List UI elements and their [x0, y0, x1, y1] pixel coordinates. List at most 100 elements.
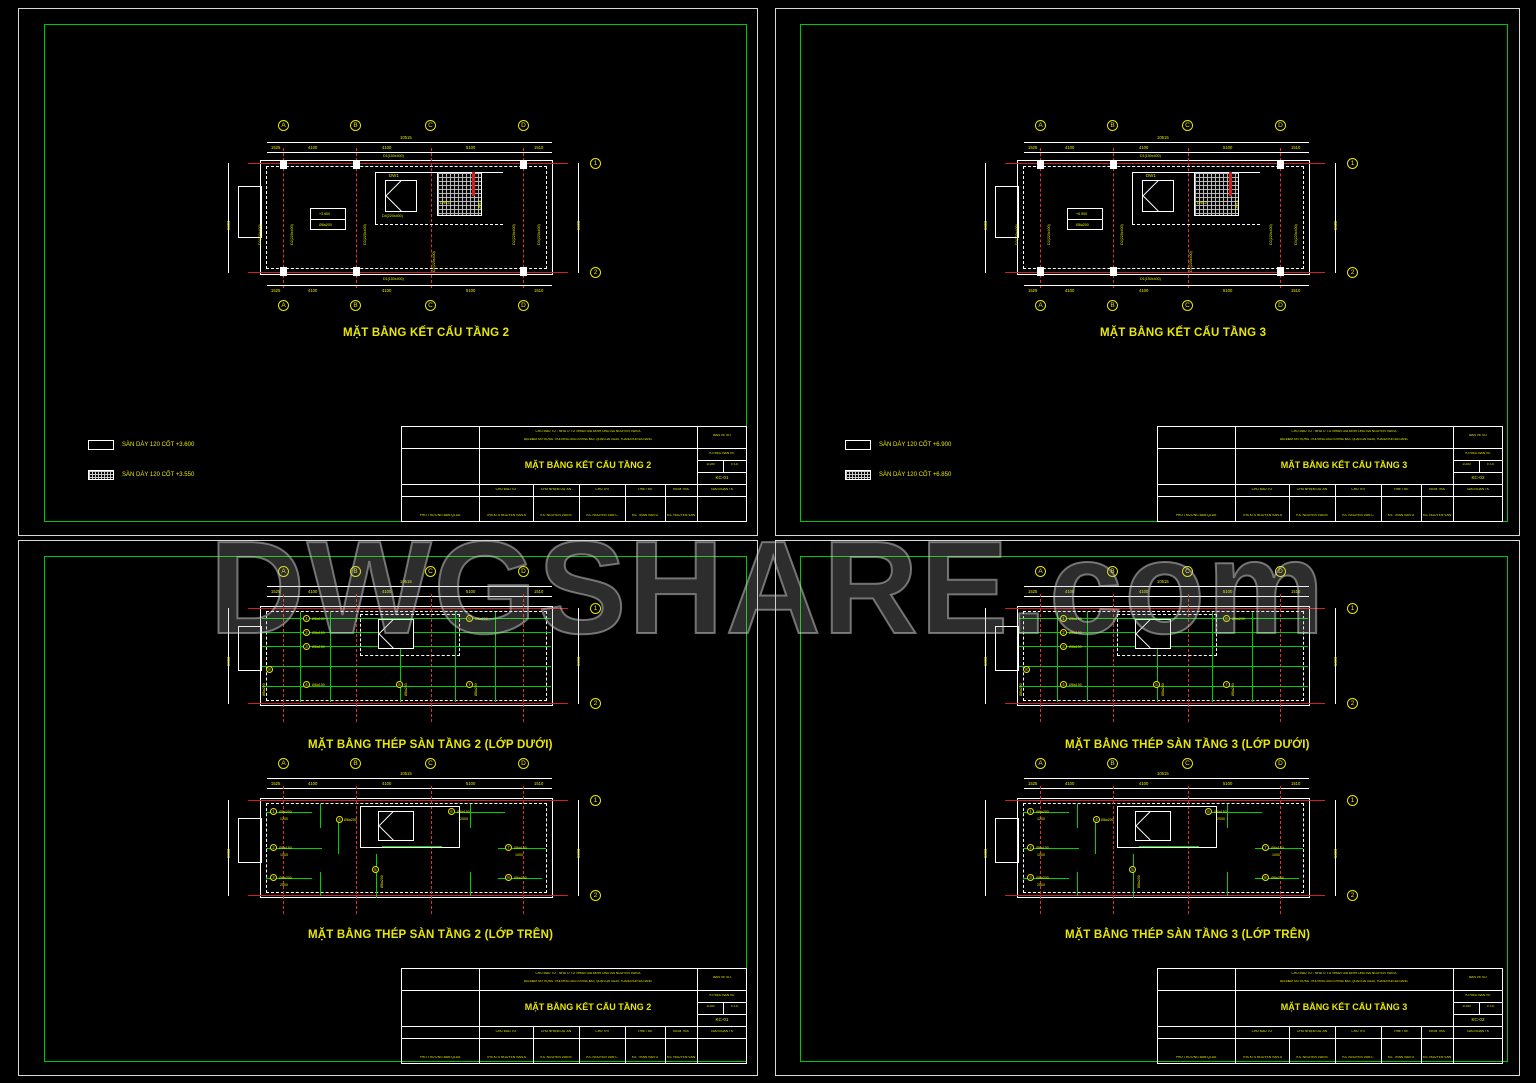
rebar-spec-8: Ø8a200: [262, 683, 266, 696]
top-rebar-6: [382, 846, 442, 847]
tb-col-header-3: CHỦ TRÌ: [1351, 488, 1365, 491]
tb-hline-1: [1157, 448, 1503, 449]
dim-top-3: 4100: [382, 145, 392, 150]
rebar-bubble-2: 2: [303, 629, 310, 636]
rebar-bubble-4: 4: [1060, 681, 1067, 688]
grid-line-d-upper: [523, 786, 524, 914]
grid-bubble-c-top-upper-layer: C: [1182, 758, 1193, 769]
grid-bubble-d-top-lower-layer: D: [518, 566, 529, 577]
grid-line-c-lower: [431, 594, 432, 722]
slab-hatch-zone: [1194, 172, 1239, 216]
tb-vline-1: [1235, 426, 1236, 522]
dim-lower-1: 1525: [1028, 589, 1038, 594]
slab-hatch-edge: [1229, 172, 1232, 196]
dim-line-overall-upper: [1024, 778, 1309, 779]
dim-line-overall-upper: [267, 778, 552, 779]
dim-top-5: 1510: [534, 145, 544, 150]
grid-bubble-b-bottom: B: [1107, 300, 1118, 311]
top-rebar-bubble-4: 4: [1093, 816, 1100, 823]
plan-left-bay: [238, 186, 262, 238]
top-rebar-1: [1023, 812, 1069, 813]
top-rebar-3: [266, 878, 312, 879]
grid-bubble-1-upper: 1: [1347, 795, 1358, 806]
plan-slab-edge: [1023, 166, 1304, 269]
tb-drawing-title: MẶT BẰNG KẾT CẤU TẦNG 2: [524, 1002, 652, 1012]
grid-bubble-a-top-lower-layer: A: [278, 566, 289, 577]
rebar-v-4: [1212, 612, 1213, 702]
plan-outline-upper: [1017, 798, 1310, 898]
interior-wall-dash: [375, 224, 503, 225]
elevation-tag-divider: [310, 219, 346, 220]
dim-side-line-right-lower: [1335, 608, 1336, 704]
beam-label-d1-top: D1(150x400): [1140, 154, 1161, 158]
dim-top-3: 4100: [1139, 145, 1149, 150]
tb-hline-3: [401, 496, 747, 497]
interior-wall-vert: [1132, 172, 1133, 224]
tb-outer: [401, 968, 747, 1064]
grid-bubble-b-bottom: B: [350, 300, 361, 311]
tb-vline-3: [1335, 484, 1336, 522]
plan-left-bay-lower: [238, 626, 262, 671]
tb-col-header-5: KIỂM TRA: [673, 1030, 689, 1033]
tb-scale-value: 1/100: [1462, 463, 1471, 466]
dim-side-value-right: 5000: [1333, 220, 1338, 230]
top-rebar-spec-7: Ø8a150: [514, 846, 527, 850]
grid-bubble-1-lower: 1: [1347, 603, 1358, 614]
grid-line-c: [1188, 148, 1189, 288]
grid-line-1-lower: [1005, 608, 1325, 610]
tb-hline-2: [401, 484, 747, 485]
dim-upper-3: 4100: [382, 781, 392, 786]
tb-hline-5: [1453, 472, 1503, 473]
rebar-bubble-3: 3: [1060, 643, 1067, 650]
dim-upper-2: 4100: [1065, 781, 1075, 786]
slab-hatch-edge: [472, 172, 475, 196]
tb-org-line-1: CHỦ ĐẦU TƯ : NHÀ Ở TƯ NHÂN GIA ĐÌNH ÔNG …: [535, 972, 641, 975]
rebar-v-3: [400, 646, 401, 702]
tb-col-header-1: CHỦ ĐẦU TƯ: [495, 488, 517, 491]
beam-label-d3: D3(220x400): [1294, 224, 1298, 245]
rebar-bubble-1: 1: [1060, 615, 1067, 622]
rebar-bubble-4: 4: [303, 681, 310, 688]
grid-bubble-d-top-upper-layer: D: [1275, 758, 1286, 769]
top-rebar-bubble-7: 7: [505, 844, 512, 851]
top-rebar-len-2: 1000: [1037, 853, 1045, 857]
dim-lower-1: 1525: [271, 589, 281, 594]
tb-signature-6: KS. NGUYỄN VĂN E: [1423, 514, 1451, 517]
plan-left-bay-lower: [995, 626, 1019, 671]
rebar-spec-7: Ø8a200: [474, 683, 478, 696]
tb-signature-4: KS. NGUYỄN VĂN C: [1342, 1056, 1374, 1059]
grid-bubble-2: 2: [1347, 267, 1358, 278]
grid-line-2-upper: [1005, 895, 1325, 897]
panel-bottom-left: A B C D 10515 1525 4100 4100 5100 1510: [0, 536, 760, 1083]
elevation-tag-rebar: Ø8a200: [319, 223, 332, 227]
dim-side-value: 5000: [226, 220, 231, 230]
grid-line-1: [1005, 163, 1325, 165]
tb-vline-4: [1381, 1026, 1382, 1064]
grid-bubble-c-bottom: C: [425, 300, 436, 311]
top-rebar-spec-3: Ø8a200: [1036, 876, 1049, 880]
tb-signature-1: PHÓ TRƯỞNG BAN QLDA: [419, 1056, 461, 1059]
grid-bubble-2-upper: 2: [590, 890, 601, 901]
dim-overall-value: 10515: [1157, 135, 1169, 140]
top-rebar-12: [1077, 872, 1078, 896]
tb-hline-4: [697, 460, 747, 461]
grid-bubble-a-bottom: A: [1035, 300, 1046, 311]
tb-vline-2: [1289, 1026, 1290, 1064]
dim-lower-5: 1510: [534, 589, 544, 594]
dim-side-value-right-lower: 5000: [1333, 656, 1338, 666]
dim-line-overall-lower: [1024, 586, 1309, 587]
tb-vline-7: [723, 460, 724, 472]
plan-title: MẶT BẰNG KẾT CẤU TẦNG 2: [343, 327, 510, 339]
dim-line-segments-lower: [1024, 596, 1309, 597]
dim-side-line-right: [578, 163, 579, 273]
rebar-v-4: [455, 612, 456, 702]
tb-signature-3: KS. NGUYỄN VĂN B: [540, 1056, 572, 1059]
beam-label-d1-top: D1(150x400): [383, 154, 404, 158]
column-b2: [1110, 267, 1117, 276]
quadrant-top-right-frame: [800, 24, 1508, 522]
rebar-spec-6: Ø8a200: [1232, 617, 1245, 621]
top-rebar-len-3: 2500: [1037, 883, 1045, 887]
tb-scale-label: TỈ LỆ: [1486, 463, 1495, 466]
grid-bubble-c-top-upper-layer: C: [425, 758, 436, 769]
grid-bubble-b-top: B: [1107, 120, 1118, 131]
